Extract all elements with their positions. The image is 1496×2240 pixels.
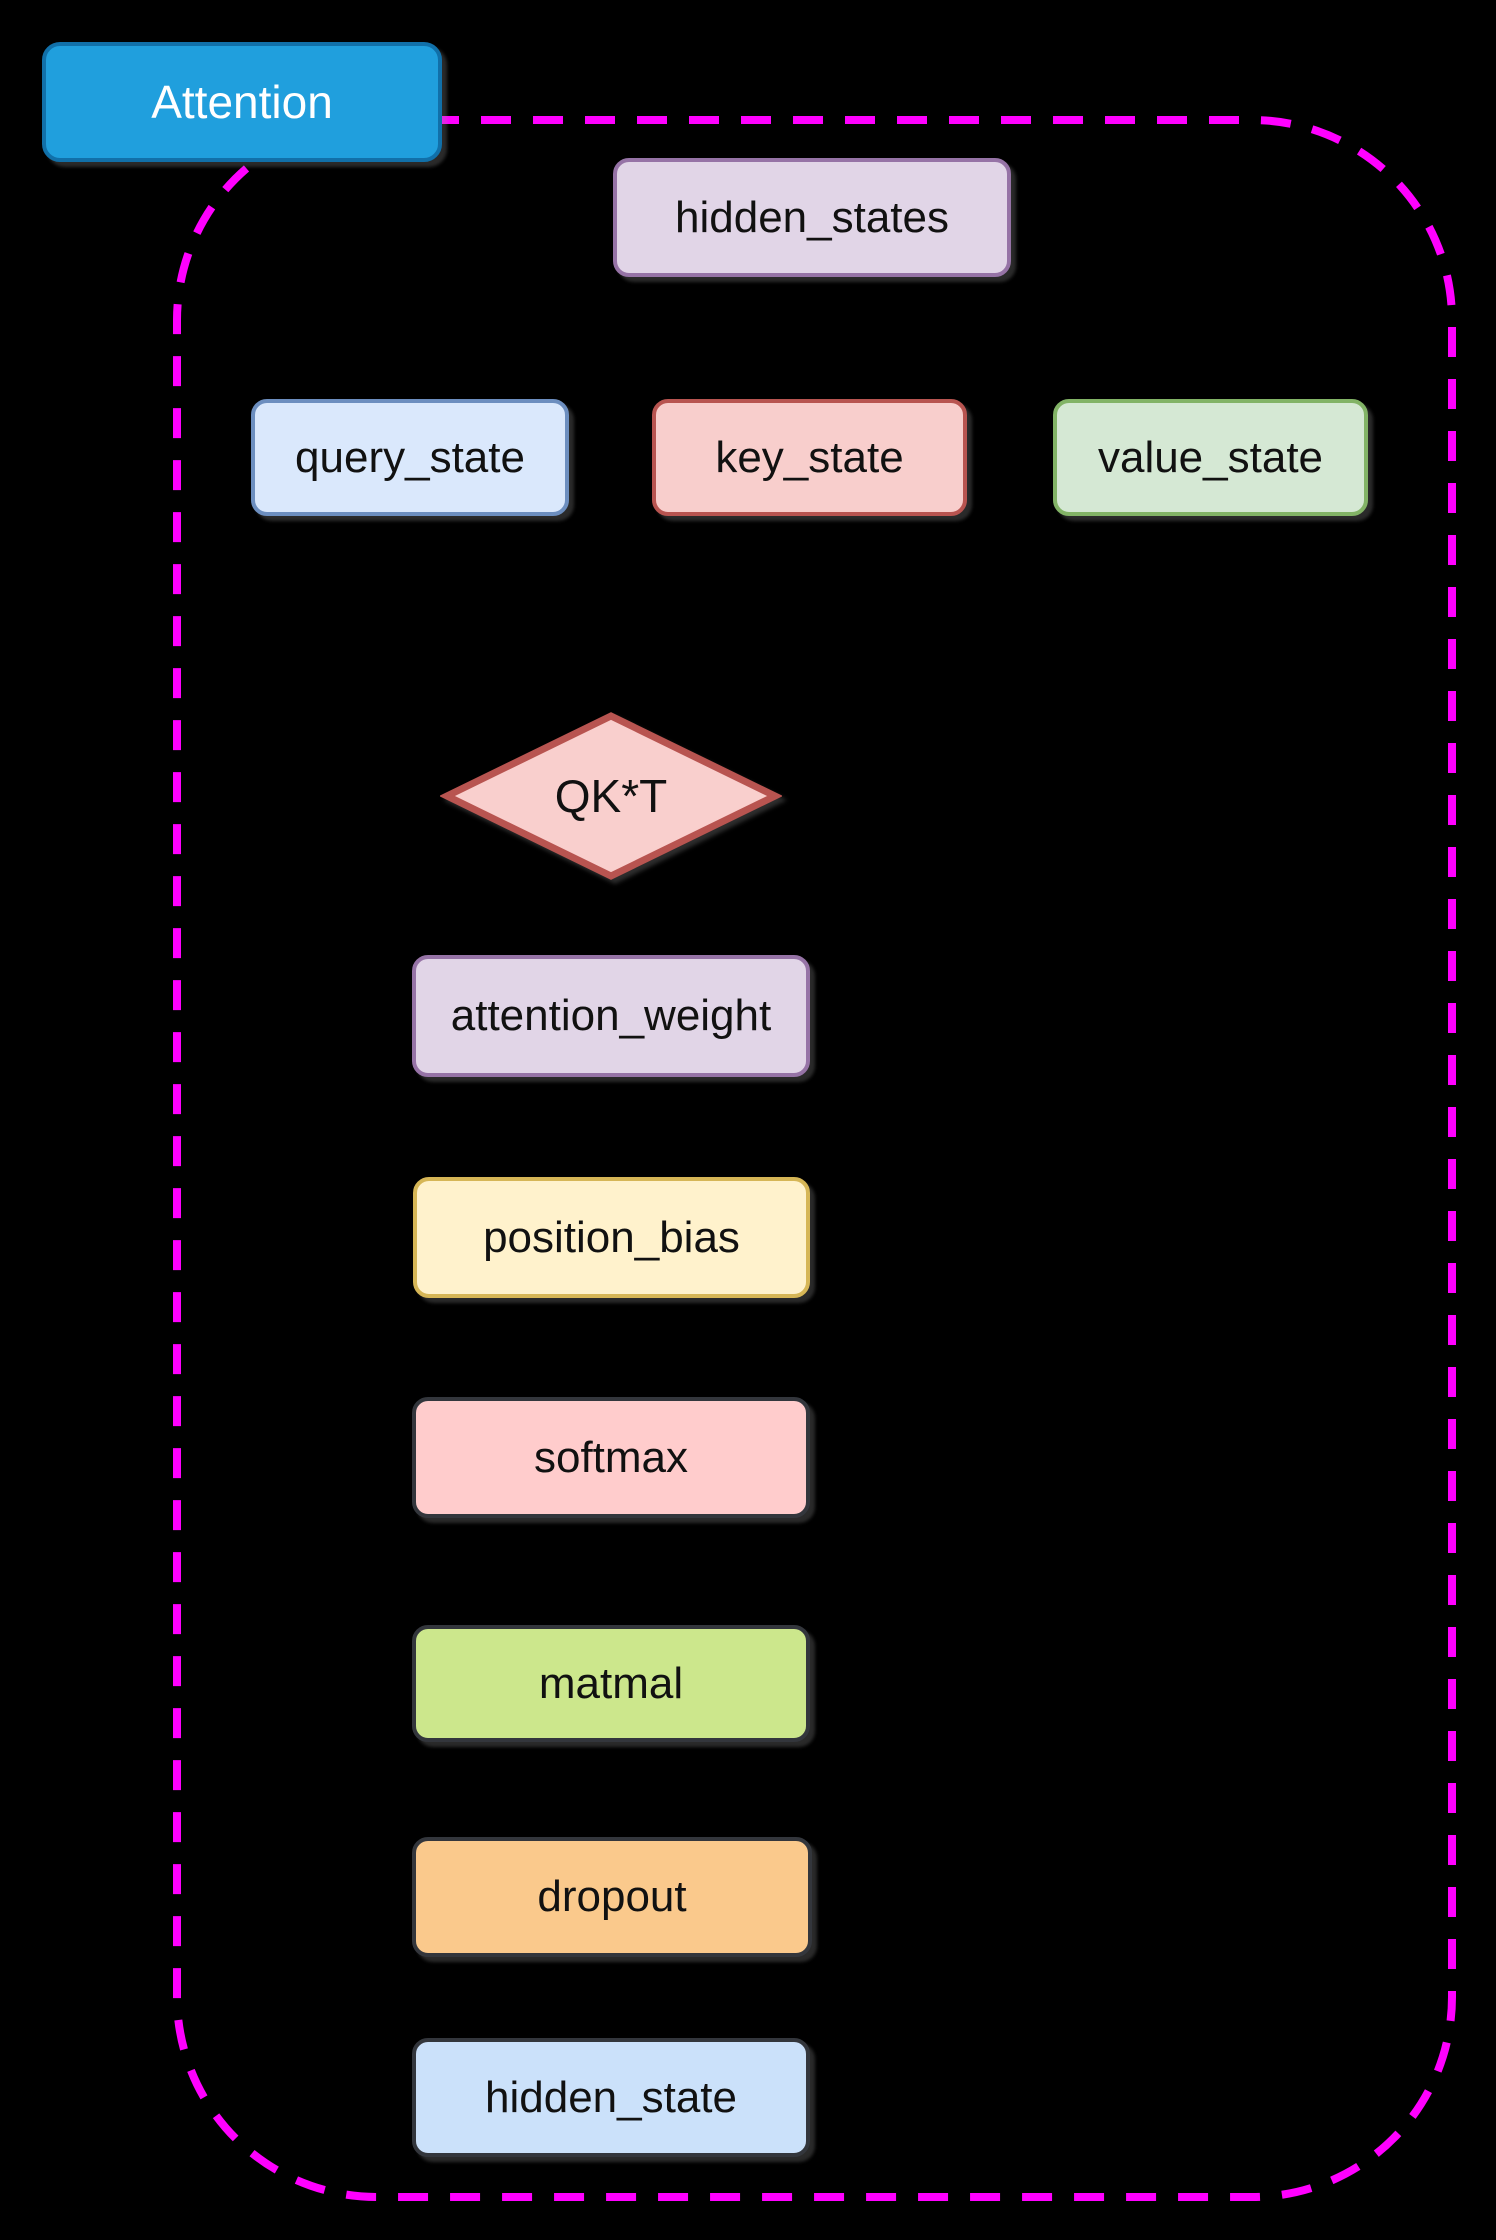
node-hidden-states: hidden_states (613, 158, 1011, 277)
node-value-state: value_state (1053, 399, 1368, 516)
node-qkt-diamond: QK*T (440, 709, 782, 883)
node-attention-weight: attention_weight (412, 955, 810, 1077)
node-value-state-label: value_state (1097, 432, 1324, 482)
node-query-state: query_state (251, 399, 569, 516)
node-hidden-state: hidden_state (412, 2038, 810, 2157)
node-position-bias-label: position_bias (483, 1212, 740, 1262)
node-position-bias: position_bias (413, 1177, 810, 1298)
node-dropout-label: dropout (537, 1872, 687, 1921)
node-hidden-state-label: hidden_state (485, 2072, 737, 2122)
node-softmax-label: softmax (533, 1432, 689, 1482)
node-hidden-states-label: hidden_states (675, 192, 949, 242)
attention-group-label: Attention (151, 76, 333, 128)
node-softmax: softmax (412, 1397, 810, 1518)
node-matmal-label: matmal (538, 1658, 684, 1708)
node-dropout: dropout (412, 1837, 812, 1957)
node-key-state: key_state (652, 399, 967, 516)
node-qkt-label: QK*T (554, 770, 668, 822)
node-attention-weight-label: attention_weight (450, 991, 772, 1040)
node-key-state-label: key_state (715, 432, 904, 482)
node-query-state-label: query_state (295, 432, 525, 482)
attention-group-tab: Attention (42, 42, 442, 162)
node-matmal: matmal (412, 1625, 810, 1742)
